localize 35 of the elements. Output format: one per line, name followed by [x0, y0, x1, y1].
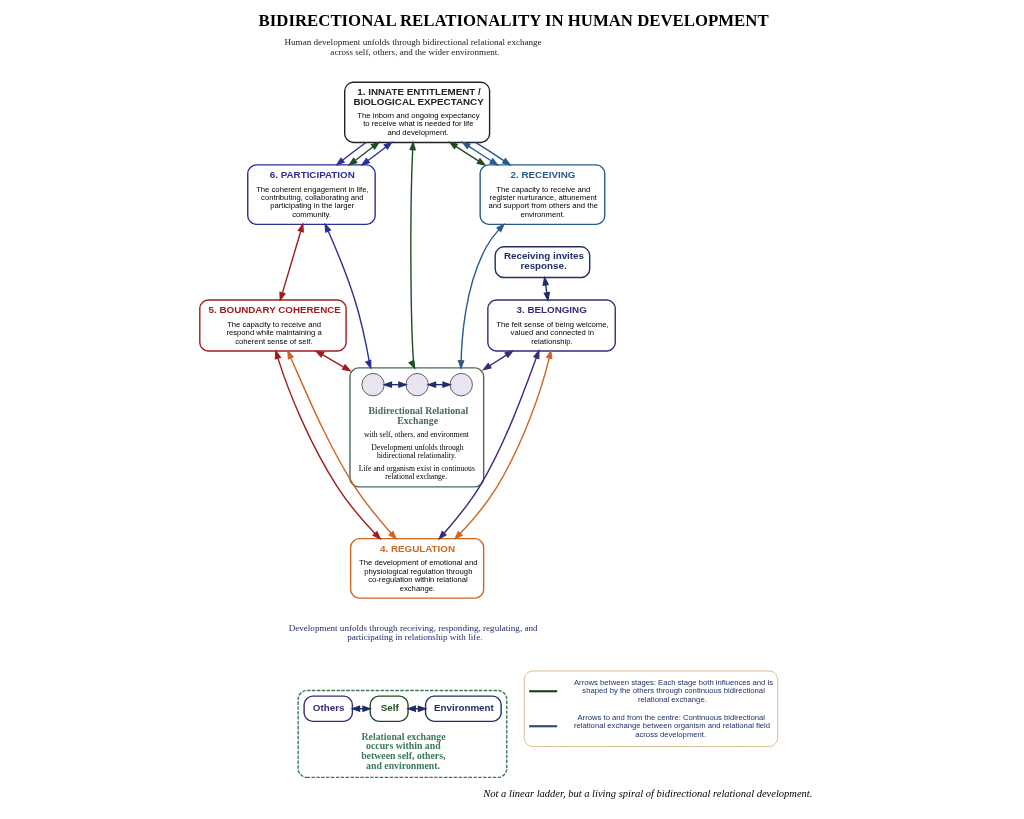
node-box: Others [303, 695, 354, 723]
arrow [274, 349, 382, 541]
arrow [360, 141, 394, 166]
arrow [408, 140, 417, 370]
arrow [335, 141, 367, 166]
node-box: Self [369, 695, 409, 723]
node-box: 2. RECEIVING The capacity to receive and register nurturance, attunement and support from others and the environment. [479, 164, 606, 226]
cluster: Bidirectional Relational Exchange with self, others, and environment Development unfolds through bidirectional relationality. Life and organism exist in continuous relational exchange. [349, 367, 485, 488]
node-circle [361, 373, 385, 397]
node-box: 5. BOUNDARY COHERENCE The capacity to receive and respond while maintaining a coherent sense of self. [199, 299, 347, 352]
caption: Not a linear ladder, but a living spiral of bidirectional relational development. [483, 788, 813, 800]
arrow [453, 349, 553, 541]
arrow [460, 141, 500, 166]
label: Human development unfolds through bidirectional relational exchange across self, others, and the wider environment. [284, 36, 542, 57]
label: Development unfolds through receiving, responding, regulating, and participating in relationship with life. [288, 622, 538, 643]
node-circle [405, 373, 429, 397]
legend-label: Arrows between stages: Each stage both influences and is shaped by the others through continuous bidirectional relational exchange. [573, 677, 774, 704]
node-box: 1. INNATE ENTITLEMENT / BIOLOGICAL EXPECTANCY The inborn and ongoing expectancy to receive what is needed for life and development. [344, 81, 491, 144]
arrow [448, 141, 487, 166]
arrow [438, 349, 540, 541]
arrow [279, 222, 304, 302]
arrow [314, 350, 352, 372]
arrow [347, 141, 381, 167]
node-box: Receiving invites response. [494, 246, 591, 279]
arrow [481, 350, 515, 371]
arrow [457, 222, 506, 370]
legend-label: Arrows to and from the centre: Continuous bidirectional relational exchange between organism and relational field across development. [573, 712, 771, 739]
node-circle [449, 373, 473, 397]
node-box: 6. PARTICIPATION The coherent engagement in life, contributing, collaborating and participating in the larger community. [247, 164, 376, 226]
node-box: Environment [424, 695, 502, 723]
arrow [474, 141, 512, 166]
node-box: 4. REGULATION The development of emotional and physiological regulation through co-regulation within relational exchange. [349, 537, 485, 599]
arrow [324, 222, 372, 370]
diagram-title: BIDIRECTIONAL RELATIONALITY IN HUMAN DEVELOPMENT [258, 11, 769, 31]
node-box: 3. BELONGING The felt sense of being welcome, valued and connected in relationship. [487, 299, 616, 352]
